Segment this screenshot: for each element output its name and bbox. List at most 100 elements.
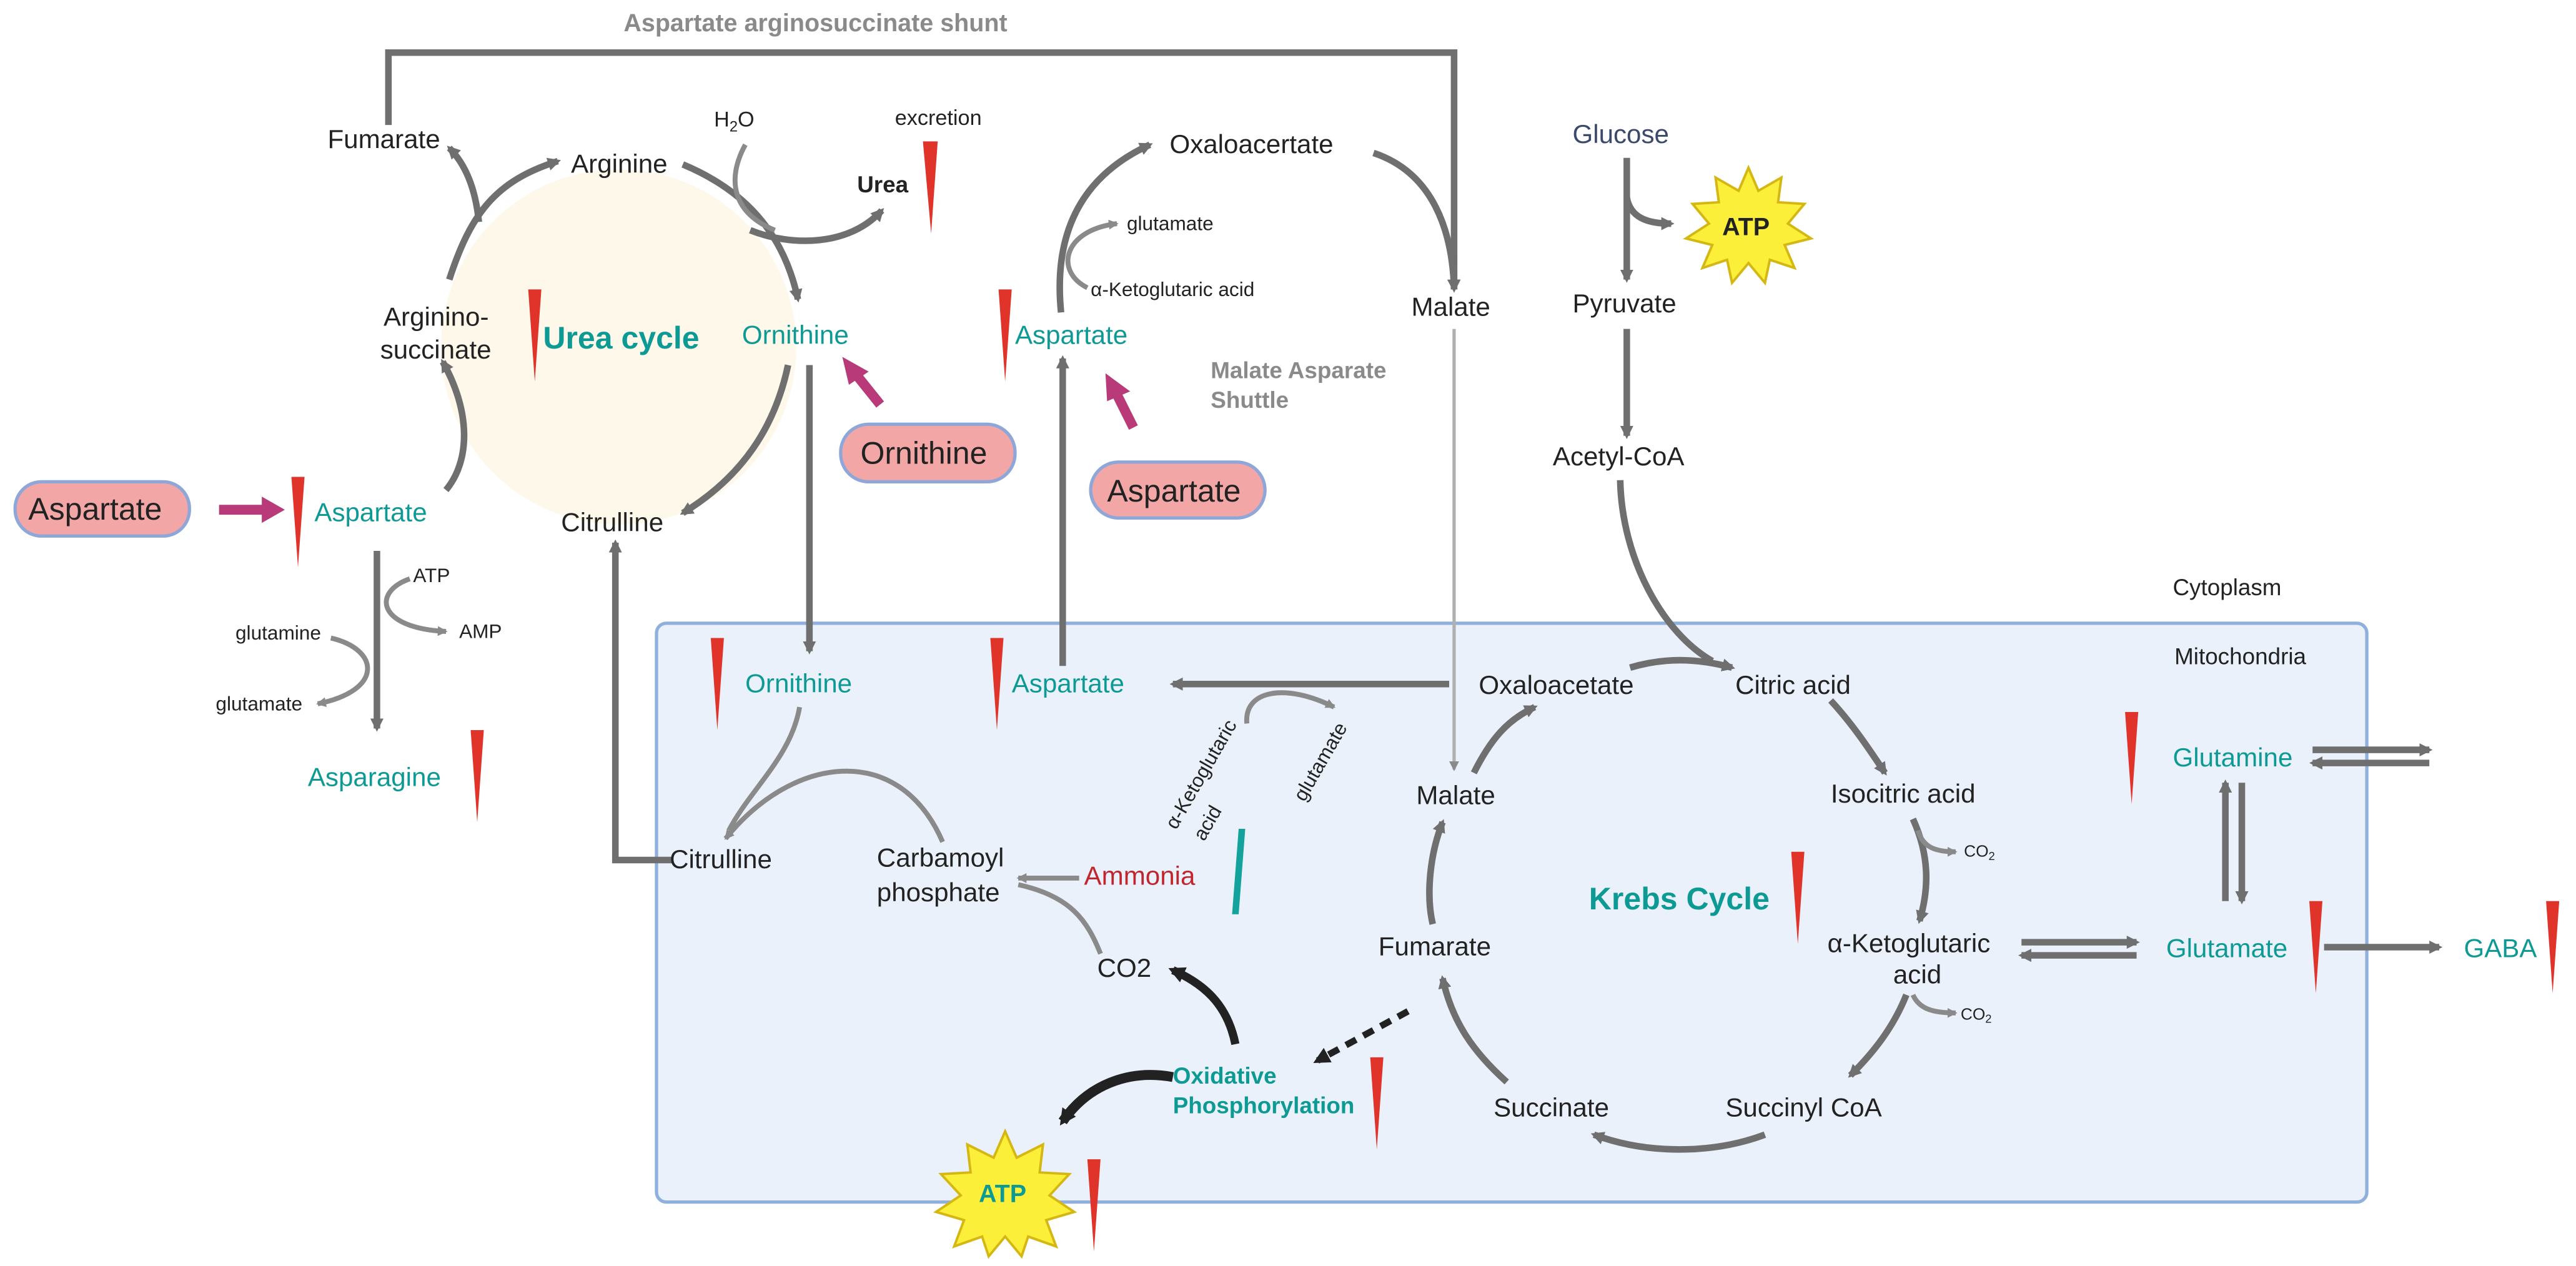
gaba-label: GABA (2464, 933, 2537, 962)
supplement-aspartate-right: Aspartate (1107, 473, 1241, 508)
shuttle-glutamate-label: glutamate (1127, 212, 1214, 235)
atp-star-oxphos (933, 1128, 1077, 1259)
krebs-succinate-to-fumarate (1438, 975, 1509, 1085)
oxphos-to-atp-arrow (1058, 1070, 1174, 1126)
shuttle-oxaloacetate-label: Oxaloacertate (1169, 129, 1333, 159)
urea-arrow-asp-to-argsucc (440, 359, 468, 492)
up-marker-oxphos (1370, 1057, 1384, 1150)
supplement-arrow-left-head (262, 497, 285, 523)
up-marker-aspartate-mito (990, 638, 1004, 730)
carbamoyl-label-2: phosphate (877, 878, 1000, 907)
urea-arrow-argsucc-to-arg (446, 157, 562, 281)
acetyl-to-citric-arrow (1617, 480, 1714, 664)
amp-label: AMP (459, 620, 502, 643)
citrulline-cyto-label: Citrulline (561, 507, 663, 537)
supplement-arrow-aspartate-right-head (1105, 373, 1131, 402)
shuttle-malate-label: Malate (1411, 292, 1490, 321)
supplement-ornithine: Ornithine (860, 435, 987, 470)
glutamate-label: Glutamate (2166, 933, 2287, 962)
co2-to-carbamoyl-arrow (1018, 882, 1103, 955)
shuttle-aspartate-label: Aspartate (1015, 320, 1127, 349)
argininosuccinate-label-1: Arginino- (384, 302, 489, 331)
argininosuccinate-label-2: succinate (380, 335, 492, 364)
shuttle-alpha-kg-label: α-Ketoglutaric acid (1091, 278, 1254, 300)
krebs-akg-to-succinyl (1848, 993, 1910, 1078)
carbamoyl-label-1: Carbamoyl (877, 843, 1004, 872)
up-marker-urea (923, 141, 938, 234)
up-marker-glutamate (2309, 901, 2323, 994)
krebs-co2-label-1: CO2 (1964, 842, 1995, 863)
up-marker-aspartate-left (291, 477, 305, 568)
ammonia-label: Ammonia (1084, 861, 1196, 890)
water-label: H2O (714, 108, 755, 136)
shuttle-title-2: Shuttle (1211, 387, 1289, 413)
supplement-ornithine-pill (839, 422, 1017, 484)
ornithine-mito-label: Ornithine (745, 668, 852, 698)
aspartate-to-oxaloacetate-arrow (1056, 141, 1153, 313)
krebs-co2-1 (1915, 829, 1958, 857)
aspartate-mito-label: Aspartate (1012, 668, 1124, 698)
co2-mito-label: CO2 (1097, 953, 1152, 982)
shunt-title: Aspartate arginosuccinate shunt (623, 9, 1007, 37)
shuttle-glutamate-arrow (1065, 219, 1119, 290)
carbamoyl-to-cit-arrow (723, 768, 945, 843)
arginine-label: Arginine (571, 149, 668, 178)
atp-small-label: ATP (413, 564, 450, 586)
mitochondria-label: Mitochondria (2174, 644, 2306, 670)
glutamine-small-label: glutamine (235, 621, 321, 644)
oxphos-label-2: Phosphorylation (1173, 1092, 1355, 1118)
urea-cycle-title: Urea cycle (543, 320, 699, 355)
fumarate-urea-label: Fumarate (327, 124, 440, 154)
krebs-citric-label: Citric acid (1735, 670, 1851, 700)
urea-arrow-to-urea (749, 208, 884, 244)
urea-label: Urea (857, 172, 908, 197)
shunt-arrow (385, 49, 1461, 293)
citrulline-export-arrow (608, 539, 673, 864)
up-marker-glutamine (2125, 712, 2139, 804)
mito-alpha-kg-glutamate-arrow (1244, 690, 1336, 724)
atp-star-glycolysis (1683, 164, 1815, 286)
urea-arrow-to-fumarate (447, 146, 482, 222)
supplement-arrow-ornithine-head (842, 357, 869, 385)
up-marker-urea-cycle (528, 289, 542, 382)
supplement-arrow-aspartate-right (1112, 392, 1138, 430)
up-marker-shuttle-aspartate (998, 289, 1012, 382)
supplement-aspartate-left: Aspartate (28, 492, 162, 527)
krebs-cycle-title: Krebs Cycle (1589, 881, 1770, 916)
krebs-isocitric-label: Isocitric acid (1831, 779, 1976, 808)
supplement-aspartate-left-pill (13, 480, 191, 538)
fumarate-to-oxphos-dashed (1313, 1008, 1410, 1064)
glucose-label: Glucose (1572, 119, 1668, 149)
krebs-succinyl-label: Succinyl CoA (1725, 1093, 1881, 1122)
urea-arrow-orn-to-cit (680, 364, 791, 516)
down-marker-ammonia (1232, 828, 1246, 914)
krebs-fumarate-to-malate (1426, 819, 1446, 925)
aspartate-cyto-label: Aspartate (314, 498, 427, 527)
citrulline-mito-label: Citrulline (670, 844, 772, 874)
krebs-co2-2 (1910, 994, 1958, 1018)
glutamine-label: Glutamine (2172, 743, 2292, 772)
up-marker-krebs (1791, 851, 1805, 944)
up-marker-atp (1087, 1159, 1101, 1252)
krebs-fumarate-label: Fumarate (1379, 932, 1491, 961)
urea-cycle-background (441, 169, 796, 525)
pyruvate-label: Pyruvate (1572, 289, 1676, 318)
krebs-succinyl-to-succinate (1590, 1131, 1766, 1153)
krebs-oxaloacetate-label: Oxaloacetate (1479, 670, 1633, 700)
atp-glycolysis-label: ATP (1722, 213, 1770, 240)
krebs-citric-to-isocitric (1828, 698, 1888, 776)
glutamine-glutamate-arrow (316, 635, 370, 707)
oxaloacetate-to-malate-arrow (1372, 149, 1460, 293)
krebs-akg-label-2: acid (1893, 959, 1941, 989)
up-marker-ornithine-mito (710, 638, 724, 730)
supplement-aspartate-right-pill (1089, 460, 1267, 520)
glucose-atp-arrow (1623, 196, 1675, 230)
up-marker-gaba (2546, 901, 2560, 994)
krebs-malate-to-oxa (1470, 704, 1538, 774)
up-markers (291, 141, 2560, 1252)
atp-amp-arrow (384, 576, 448, 636)
atp-oxphos-label: ATP (979, 1180, 1026, 1208)
mitochondria-compartment (655, 621, 2369, 1204)
orn-to-cit-mito-arrow (726, 706, 802, 832)
